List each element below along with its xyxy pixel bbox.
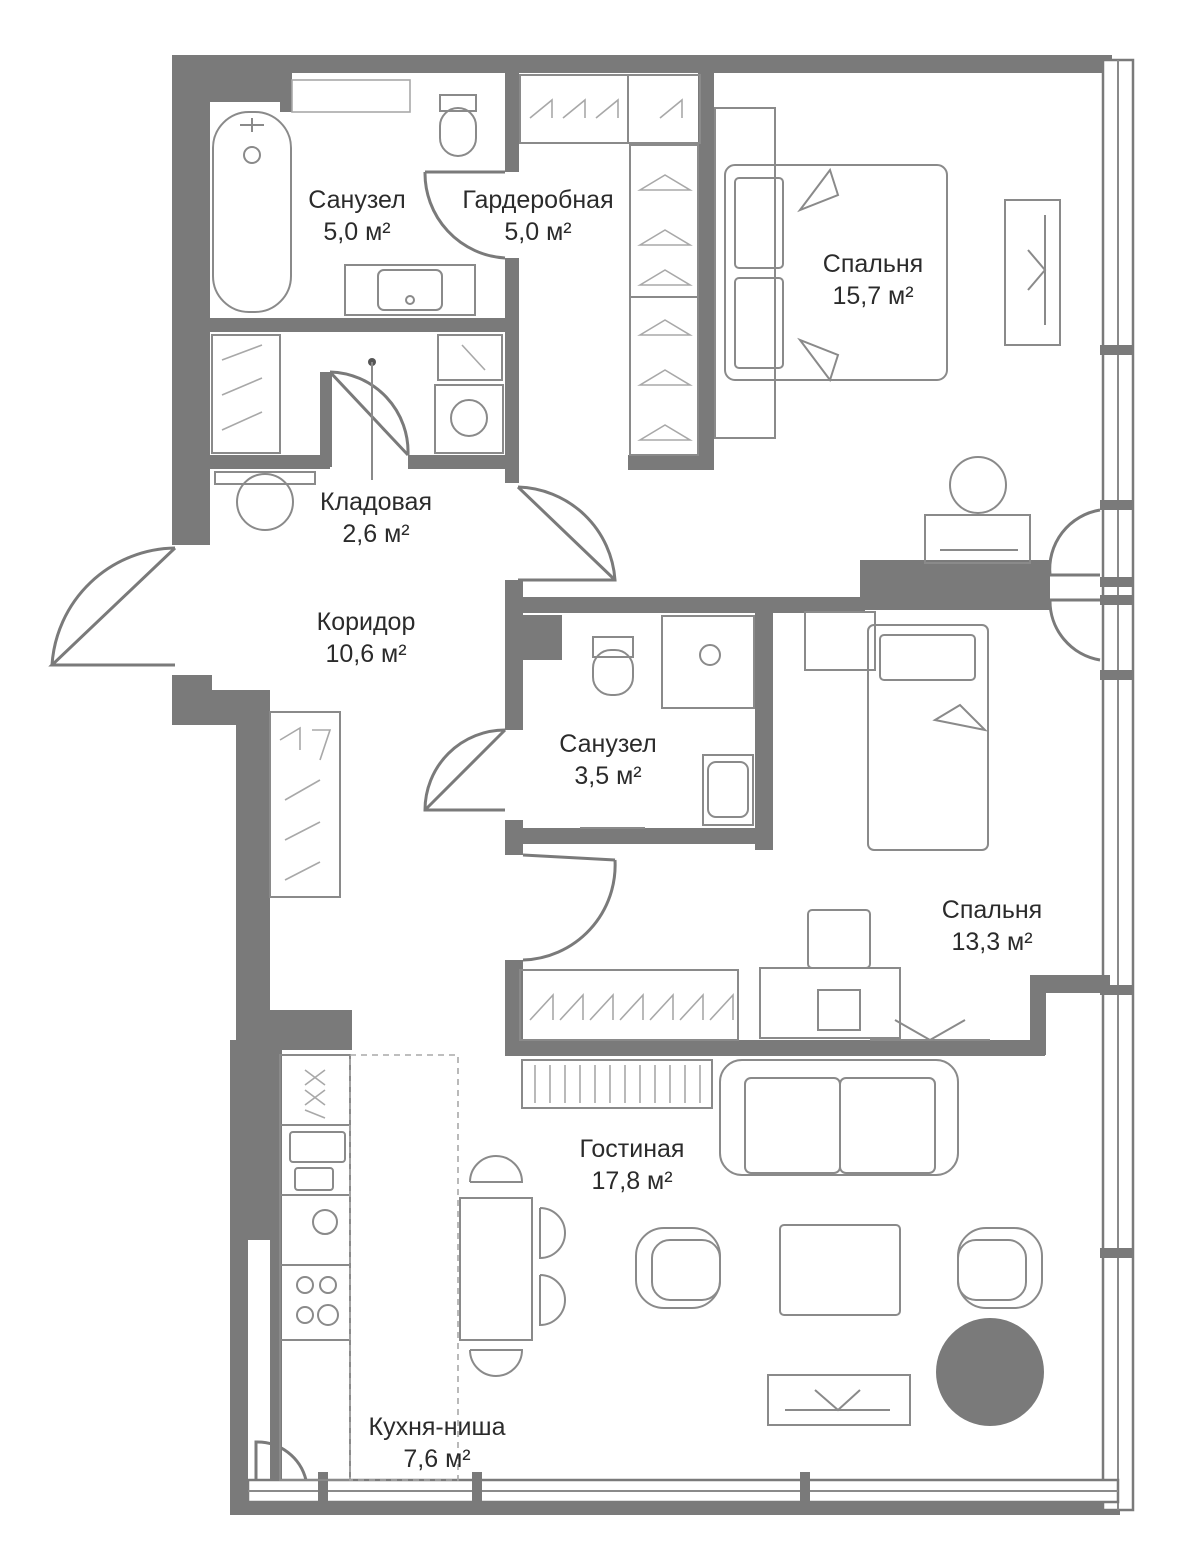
bathtub-icon <box>212 111 292 313</box>
bedroom2-area: 13,3 м² <box>951 928 1032 956</box>
armchair-icon <box>635 1227 721 1309</box>
bath1-area: 5,0 м² <box>323 218 390 246</box>
kitchen-island-outline <box>349 1054 459 1481</box>
storage-name: Кладовая <box>320 488 432 516</box>
living-area: 17,8 м² <box>591 1167 672 1195</box>
washing-machine-icon <box>434 334 504 454</box>
doors <box>48 170 1101 1481</box>
round-table-icon <box>936 1318 1044 1426</box>
wardrobe-bedroom2-icon <box>519 969 739 1041</box>
single-bed-icon <box>804 611 989 851</box>
furniture <box>211 74 1061 1481</box>
wardrobe-area: 5,0 м² <box>504 218 571 246</box>
sink-icon <box>344 264 476 316</box>
bath2-area: 3,5 м² <box>574 762 641 790</box>
room-labels: Санузел 5,0 м² Гардеробная 5,0 м² Спальн… <box>308 186 1042 1473</box>
storage-shelves-icon <box>211 334 281 454</box>
coffee-table-icon <box>779 1224 901 1316</box>
wardrobe-name: Гардеробная <box>462 186 613 214</box>
double-bed-icon <box>714 107 948 439</box>
tv-icon <box>1004 199 1061 346</box>
bedroom2-name: Спальня <box>942 896 1042 924</box>
toilet-icon-2 <box>592 636 634 696</box>
storage-area: 2,6 м² <box>342 520 409 548</box>
wardrobe-column-icon <box>629 144 699 456</box>
exterior-walls <box>172 55 1120 1515</box>
living-name: Гостиная <box>580 1135 685 1163</box>
tv-living-icon <box>767 1374 911 1426</box>
window-strip-bottom <box>246 1472 1120 1512</box>
shoe-rack-icon <box>269 711 341 898</box>
sink-icon-2 <box>702 754 754 826</box>
window-strip-right <box>1100 58 1135 1512</box>
bath2-name: Санузел <box>559 730 656 758</box>
corridor-name: Коридор <box>317 608 416 636</box>
desk-icon <box>759 909 990 1042</box>
dining-table-icon <box>459 1155 566 1377</box>
kitchen-name: Кухня-ниша <box>369 1413 506 1441</box>
wardrobe-top-icon <box>519 74 701 144</box>
vanity-desk-icon <box>924 456 1031 564</box>
radiator-icon <box>521 1059 713 1109</box>
pouf-icon <box>214 471 316 531</box>
bedroom1-area: 15,7 м² <box>832 282 913 310</box>
sofa-icon <box>719 1059 959 1176</box>
kitchen-area: 7,6 м² <box>403 1445 470 1473</box>
shower-icon <box>661 615 755 709</box>
kitchen-counter-icon <box>279 1054 351 1481</box>
toilet-icon <box>439 94 477 157</box>
bedroom1-name: Спальня <box>823 250 923 278</box>
corridor-area: 10,6 м² <box>325 640 406 668</box>
bath1-name: Санузел <box>308 186 405 214</box>
armchair-icon-2 <box>957 1227 1043 1309</box>
